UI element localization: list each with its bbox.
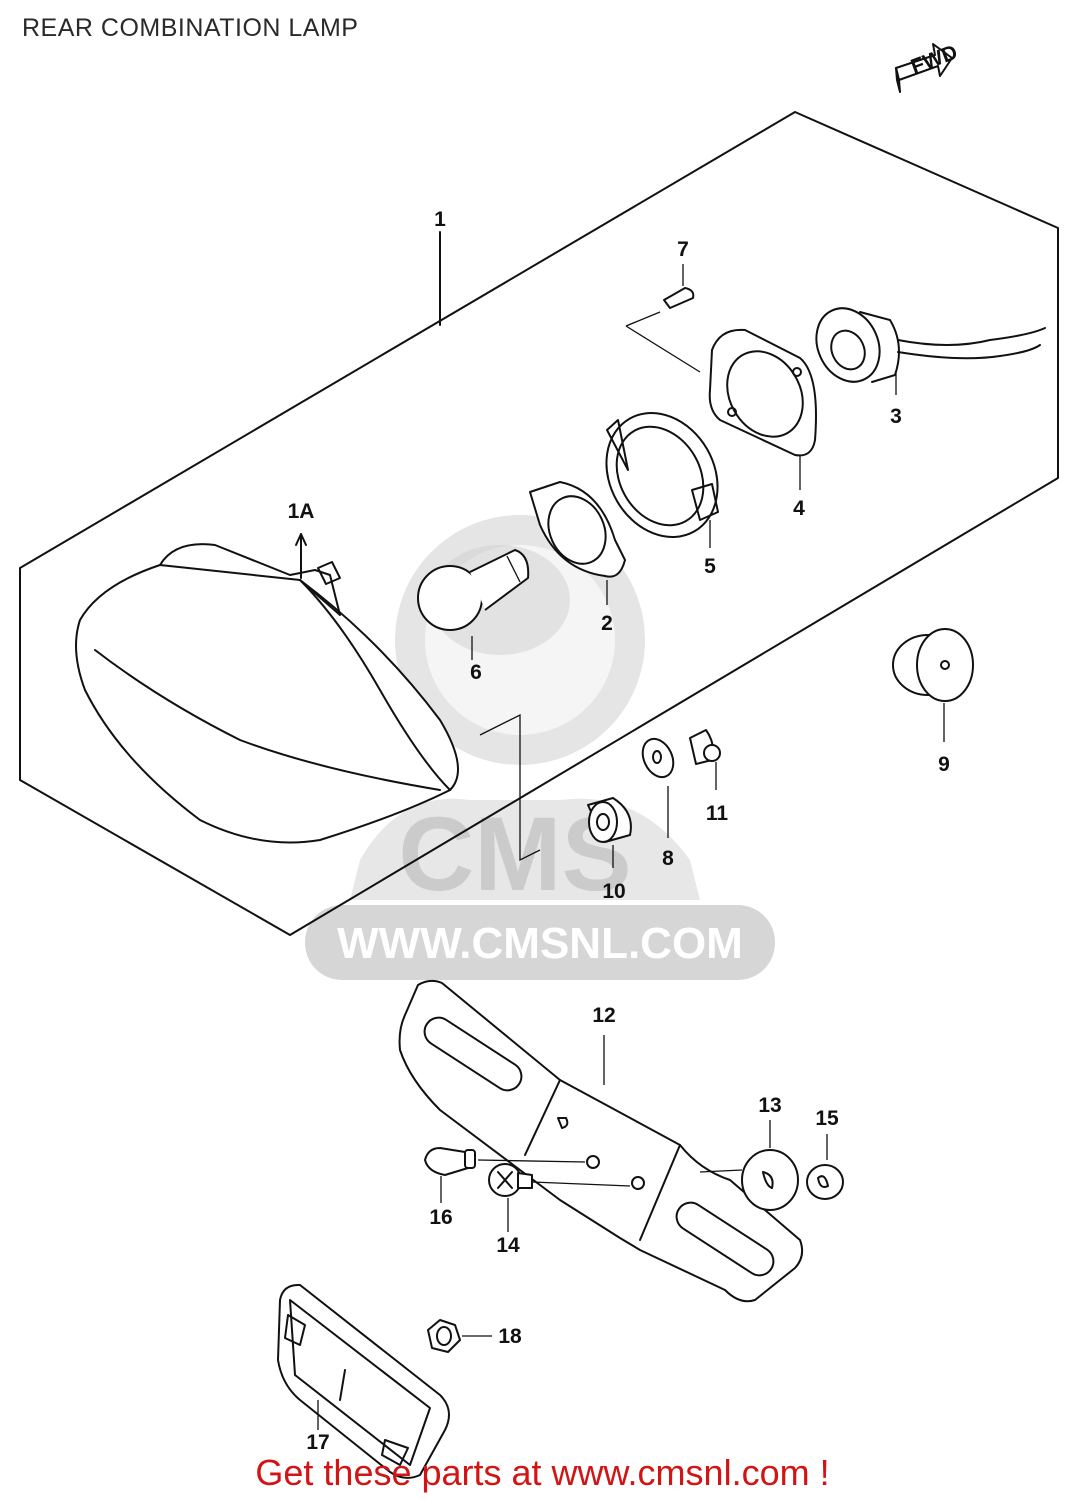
callout-7: 7 <box>677 238 689 261</box>
screw-7 <box>663 264 695 309</box>
footer-link[interactable]: Get these parts at www.cmsnl.com ! <box>255 1452 830 1493</box>
callout-16: 16 <box>429 1206 452 1229</box>
nut-18 <box>427 1319 492 1353</box>
callout-1a: 1A <box>288 500 315 523</box>
callout-12: 12 <box>592 1004 615 1027</box>
washer-8 <box>641 737 675 838</box>
cap-13 <box>699 1120 799 1211</box>
callout-18: 18 <box>498 1325 522 1348</box>
callout-17: 17 <box>306 1431 329 1454</box>
grommet-9 <box>892 628 974 742</box>
screw-14 <box>488 1163 631 1232</box>
gasket-4 <box>708 328 817 490</box>
callout-6: 6 <box>470 661 482 684</box>
callout-10: 10 <box>602 880 625 903</box>
socket-plate-2 <box>529 481 626 605</box>
callout-8: 8 <box>662 847 674 870</box>
callout-14: 14 <box>496 1234 520 1257</box>
callout-15: 15 <box>815 1107 839 1130</box>
socket-3 <box>815 307 1046 395</box>
callout-2: 2 <box>601 612 613 635</box>
callout-5: 5 <box>704 555 716 578</box>
part-callout-labels: 1 1A 2 3 4 5 6 7 8 9 10 11 12 13 14 15 1… <box>288 208 950 1454</box>
callout-13: 13 <box>758 1094 781 1117</box>
screw-11 <box>689 729 721 790</box>
fwd-direction-arrow: FWD <box>895 41 961 93</box>
reflector-17 <box>277 1283 450 1479</box>
callout-9: 9 <box>938 753 950 776</box>
ring-5 <box>605 411 719 548</box>
bulb-6 <box>417 549 530 660</box>
callout-11: 11 <box>706 802 729 825</box>
bulb-16 <box>424 1147 586 1203</box>
diagram-title: REAR COMBINATION LAMP <box>22 14 359 42</box>
callout-3: 3 <box>890 405 902 428</box>
license-bracket-12 <box>398 979 804 1303</box>
watermark-url: WWW.CMSNL.COM <box>337 919 743 968</box>
nut-15 <box>806 1134 844 1200</box>
callout-1: 1 <box>434 208 446 231</box>
grommet-10 <box>479 713 632 868</box>
callout-4: 4 <box>793 497 805 520</box>
tail-lens-1a <box>75 533 459 844</box>
assembly-outline-box <box>19 111 1059 936</box>
